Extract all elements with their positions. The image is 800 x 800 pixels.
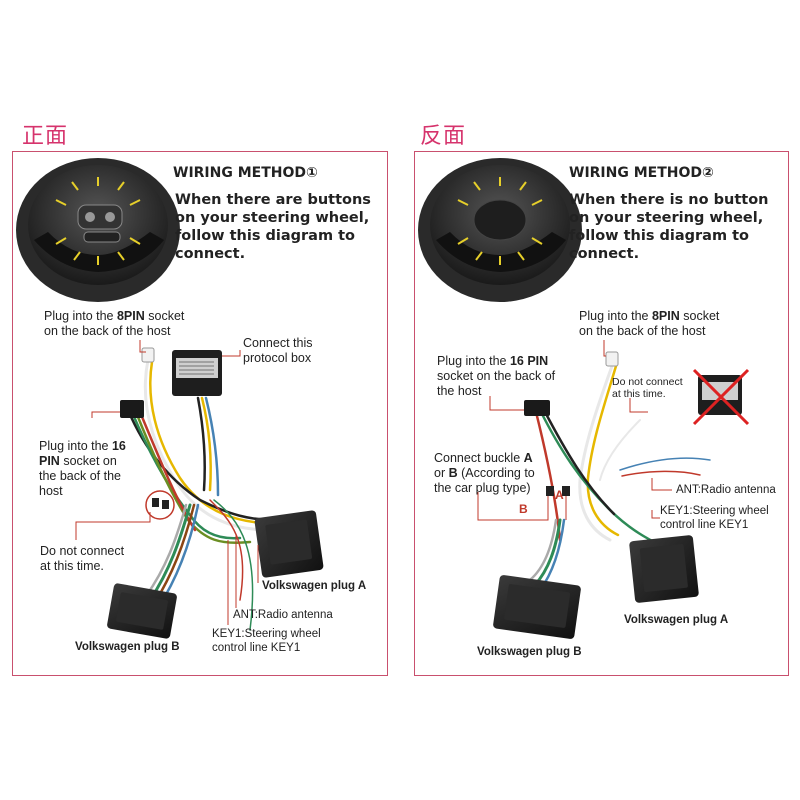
right-ant-label: ANT:Radio antenna bbox=[676, 484, 776, 496]
steering-wheel-no-buttons bbox=[418, 158, 582, 302]
right-protocol-box-crossed bbox=[692, 368, 750, 426]
left-vw-plug-a-label: Volkswagen plug A bbox=[262, 580, 367, 592]
panel-wiring-method-1 bbox=[12, 151, 388, 676]
left-key1-label: KEY1:Steering wheel control line KEY1 bbox=[212, 628, 321, 654]
right-vw-plug-b-label: Volkswagen plug B bbox=[477, 646, 582, 658]
left-8pin-label: Plug into the 8PIN socket on the back of… bbox=[44, 309, 185, 338]
right-vw-plug-a-label: Volkswagen plug A bbox=[624, 614, 729, 626]
right-mark-b: B bbox=[519, 502, 528, 516]
right-volkswagen-plug-b bbox=[493, 575, 581, 639]
left-instruction: When there are buttons on your steering … bbox=[175, 192, 371, 262]
back-side-title: 反面 bbox=[420, 124, 467, 149]
front-side-title: 正面 bbox=[22, 124, 69, 149]
right-16pin-connector bbox=[524, 400, 550, 416]
left-volkswagen-plug-a bbox=[254, 510, 324, 578]
left-16pin-connector bbox=[120, 400, 144, 418]
steering-wheel-with-buttons bbox=[16, 158, 180, 302]
right-volkswagen-plug-a bbox=[629, 535, 699, 603]
right-instruction: When there is no button on your steering… bbox=[569, 192, 769, 262]
left-protocol-label: Connect this protocol box bbox=[243, 336, 313, 365]
left-volkswagen-plug-b bbox=[107, 583, 177, 639]
left-harness-wires bbox=[126, 358, 277, 631]
left-16pin-label: Plug into the 16 PIN socket on the back … bbox=[39, 439, 126, 498]
right-donot-label: Do not connect at this time. bbox=[612, 376, 683, 400]
right-leader-lines bbox=[477, 340, 672, 521]
left-ant-label: ANT:Radio antenna bbox=[233, 609, 333, 621]
right-buckle-label: Connect buckle A or B (According to the … bbox=[434, 451, 535, 495]
left-donot-label: Do not connect at this time. bbox=[40, 544, 125, 573]
button-highlight-rays bbox=[55, 177, 141, 265]
left-vw-plug-b-label: Volkswagen plug B bbox=[75, 641, 180, 653]
left-leader-lines bbox=[75, 340, 259, 625]
right-key1-label: KEY1:Steering wheel control line KEY1 bbox=[660, 505, 769, 531]
right-8pin-label: Plug into the 8PIN socket on the back of… bbox=[579, 309, 720, 338]
right-16pin-label: Plug into the 16 PIN socket on the back … bbox=[437, 354, 556, 398]
right-method-heading: WIRING METHOD② bbox=[569, 165, 714, 181]
left-spare-connectors bbox=[145, 490, 175, 520]
right-buckle-connectors bbox=[546, 486, 570, 496]
panel-wiring-method-2 bbox=[414, 151, 789, 676]
left-protocol-box bbox=[172, 350, 222, 396]
right-mark-a: A bbox=[555, 488, 564, 502]
right-8pin-connector bbox=[605, 351, 619, 367]
left-method-heading: WIRING METHOD① bbox=[173, 165, 318, 181]
wheel-highlight-rays bbox=[457, 177, 543, 265]
left-8pin-connector bbox=[141, 347, 155, 363]
